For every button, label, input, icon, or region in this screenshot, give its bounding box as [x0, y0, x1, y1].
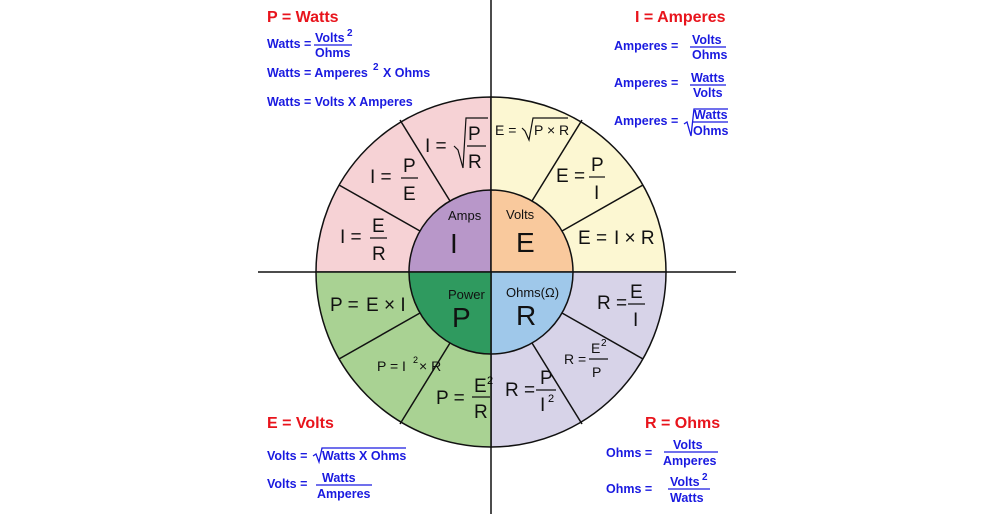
power-formulas: P = Watts Watts = Volts 2 Ohms Watts = A…: [267, 9, 430, 109]
formula-r-e2-over-p: R = E 2 P: [564, 338, 608, 380]
formula-text: Volts =: [267, 477, 307, 491]
formula-e-sqrt-p-times-r: E = P × R: [495, 117, 569, 143]
formula-i-sqrt-p-over-r: I = P R: [425, 117, 488, 173]
formula-p-e-times-i: P = E × I: [330, 295, 406, 316]
volts-label: Volts: [506, 207, 535, 222]
formula-text: I: [540, 395, 545, 416]
formula-text: 2: [702, 472, 708, 483]
formula-text: R: [474, 402, 488, 423]
formula-text: E =: [495, 122, 516, 138]
formula-text: P =: [330, 295, 359, 316]
current-formulas: I = Amperes Amperes = Volts Ohms Amperes…: [614, 9, 728, 138]
formula-text: I: [594, 183, 599, 204]
formula-text: Amperes =: [614, 76, 678, 90]
formula-text: R: [372, 244, 386, 265]
formula-text: Watts X Ohms: [322, 449, 406, 463]
formula-text: I =: [340, 227, 362, 248]
ohms-core: [490, 271, 574, 355]
formula-text: × R: [419, 358, 441, 374]
formula-p-i2-times-r: P = I 2 × R: [377, 355, 441, 374]
volts-symbol: E: [516, 227, 535, 258]
formula-e-i-times-r: E = I × R: [578, 228, 655, 249]
power-core: [408, 271, 492, 355]
formula-text: I =: [370, 167, 392, 188]
ohms-label: Ohms(Ω): [506, 285, 559, 300]
formula-text: Watts: [694, 108, 728, 122]
formula-text: P × R: [534, 122, 569, 138]
formula-text: R: [468, 152, 482, 173]
formula-text: R =: [564, 351, 586, 367]
formula-text: I × R: [614, 228, 655, 249]
formula-text: E =: [556, 166, 585, 187]
formula-r-e-over-i: R = E I: [597, 282, 645, 331]
formula-text: E: [372, 216, 385, 237]
formula-text: Amperes: [663, 454, 717, 468]
power-symbol: P: [452, 302, 471, 333]
formula-text: P =: [436, 388, 465, 409]
formula-r-p-over-i2: R = P I 2: [505, 368, 556, 416]
current-title: I = Amperes: [635, 9, 726, 26]
formula-text: Amperes =: [614, 114, 678, 128]
resistance-title: R = Ohms: [645, 415, 720, 432]
formula-text: Volts: [692, 33, 722, 47]
formula-text: I =: [425, 136, 447, 157]
formula-text: P: [592, 364, 601, 380]
formula-text: X Ohms: [383, 66, 430, 80]
formula-text: E × I: [366, 295, 406, 316]
formula-text: Watts = Volts X Amperes: [267, 95, 413, 109]
formula-text: Amperes: [317, 487, 371, 501]
formula-text: R =: [505, 380, 535, 401]
formula-text: E =: [578, 228, 607, 249]
formula-text: Ohms: [315, 46, 350, 60]
formula-text: E: [630, 282, 643, 303]
formula-text: P: [403, 156, 416, 177]
formula-text: 2: [601, 338, 607, 349]
formula-text: R =: [597, 293, 627, 314]
ohms-symbol: R: [516, 300, 536, 331]
formula-i-e-over-r: I = E R: [340, 216, 387, 265]
formula-text: P = I: [377, 358, 406, 374]
formula-i-p-over-e: I = P E: [370, 156, 418, 205]
formula-text: Amperes =: [614, 39, 678, 53]
amps-symbol: I: [450, 228, 458, 259]
formula-text: Watts: [322, 471, 356, 485]
formula-text: 2: [373, 62, 379, 73]
amps-label: Amps: [448, 208, 482, 223]
formula-text: Volts =: [267, 449, 307, 463]
formula-p-e2-over-r: P = E 2 R: [436, 375, 493, 423]
formula-text: E: [591, 340, 600, 356]
formula-e-p-over-i: E = P I: [556, 155, 605, 204]
formula-text: P: [468, 124, 481, 145]
power-title: P = Watts: [267, 9, 339, 26]
formula-text: Ohms: [693, 124, 728, 138]
formula-text: Ohms =: [606, 446, 652, 460]
resistance-formulas: R = Ohms Ohms = Volts Amperes Ohms = Vol…: [606, 415, 720, 505]
formula-text: 2: [487, 375, 493, 387]
formula-text: Volts: [673, 438, 703, 452]
formula-text: P: [591, 155, 604, 176]
formula-text: Watts = Amperes: [267, 66, 368, 80]
voltage-title: E = Volts: [267, 415, 334, 432]
formula-text: E: [403, 184, 416, 205]
formula-text: Watts: [691, 71, 725, 85]
formula-text: Volts: [315, 31, 345, 45]
formula-text: Volts: [693, 86, 723, 100]
formula-text: 2: [548, 393, 554, 405]
inner-circle: [408, 189, 574, 355]
formula-text: 2: [347, 28, 353, 39]
formula-text: Volts: [670, 475, 700, 489]
formula-text: Ohms =: [606, 482, 652, 496]
formula-text: 2: [413, 355, 418, 365]
amps-core: [408, 189, 492, 273]
formula-text: Watts =: [267, 37, 311, 51]
formula-text: Watts: [670, 491, 704, 505]
formula-text: Ohms: [692, 48, 727, 62]
power-label: Power: [448, 287, 486, 302]
formula-text: E: [474, 376, 487, 397]
volts-core: [490, 189, 574, 273]
formula-text: I: [633, 310, 638, 331]
formula-text: P: [540, 368, 553, 389]
voltage-formulas: E = Volts Volts = Watts X Ohms Volts = W…: [267, 415, 406, 501]
